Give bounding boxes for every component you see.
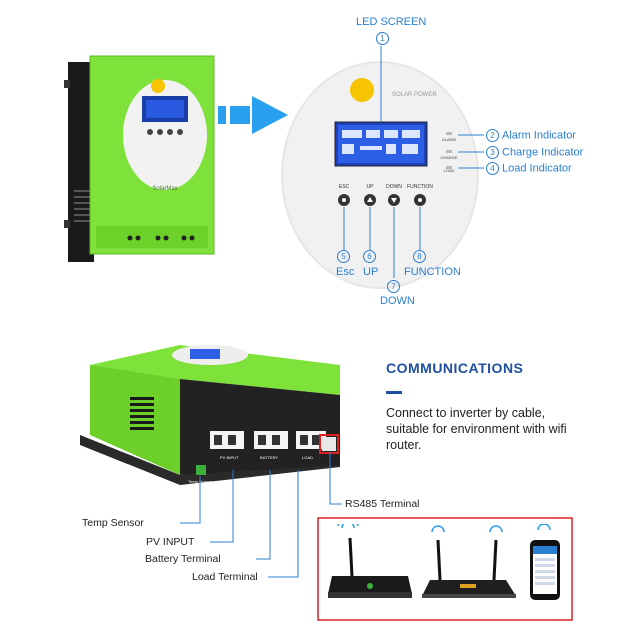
network-devices — [328, 524, 560, 600]
svg-text:FUNCTION: FUNCTION — [407, 184, 433, 190]
charge-tag: CHARGE — [440, 155, 457, 160]
pv-input-tag: PV INPUT — [220, 455, 239, 460]
esc-label: Esc — [336, 266, 355, 278]
battery-terminal-label: Battery Terminal — [145, 553, 221, 565]
communications-title: COMMUNICATIONS — [386, 360, 524, 376]
alarm-tag: ALARM — [442, 137, 456, 142]
up-num: 6 — [363, 250, 376, 263]
svg-text:SOLAR POWER: SOLAR POWER — [392, 92, 437, 98]
svg-text:SolarMax: SolarMax — [152, 186, 177, 192]
arrow-icon — [218, 96, 288, 134]
load-terminal-label: Load Terminal — [192, 571, 258, 583]
controller-front-view: SolarMax — [64, 55, 215, 262]
temp-sensor-port — [196, 465, 206, 475]
esc-num: 5 — [337, 250, 350, 263]
controller-bottom-view: Temp Sensor PV INPUT BATTERY LOAD — [80, 345, 340, 485]
svg-text:ESC: ESC — [339, 184, 350, 190]
down-label: DOWN — [380, 295, 415, 307]
communications-desc: Connect to inverter by cable, suitable f… — [386, 406, 567, 452]
led-num: 1 — [376, 32, 389, 45]
pv-input-label: PV INPUT — [146, 536, 195, 548]
front-panel-zoom: SOLAR POWER ALARM CHARGE LOAD ESC UP DOWN… — [281, 61, 479, 289]
load-tag-bottom: LOAD — [302, 455, 313, 460]
svg-text:UP: UP — [367, 184, 375, 190]
title-underline — [386, 391, 402, 394]
down-num: 7 — [387, 280, 400, 293]
battery-tag: BATTERY — [260, 455, 278, 460]
rs485-terminal-label: RS485 Terminal — [345, 498, 420, 510]
top-callout-lines — [343, 46, 484, 278]
led-screen-label: LED SCREEN — [356, 16, 427, 28]
rs485-highlight-box — [319, 434, 339, 454]
load-tag: LOAD — [444, 168, 455, 173]
up-label: UP — [363, 266, 379, 278]
android-box-icon — [328, 524, 412, 598]
router-icon — [422, 525, 516, 598]
temp-sensor-label: Temp Sensor — [82, 517, 144, 529]
network-devices-box — [317, 517, 573, 621]
phone-icon — [530, 524, 560, 600]
function-num: 8 — [413, 250, 426, 263]
svg-text:DOWN: DOWN — [386, 184, 402, 190]
function-label: FUNCTION — [404, 266, 461, 278]
